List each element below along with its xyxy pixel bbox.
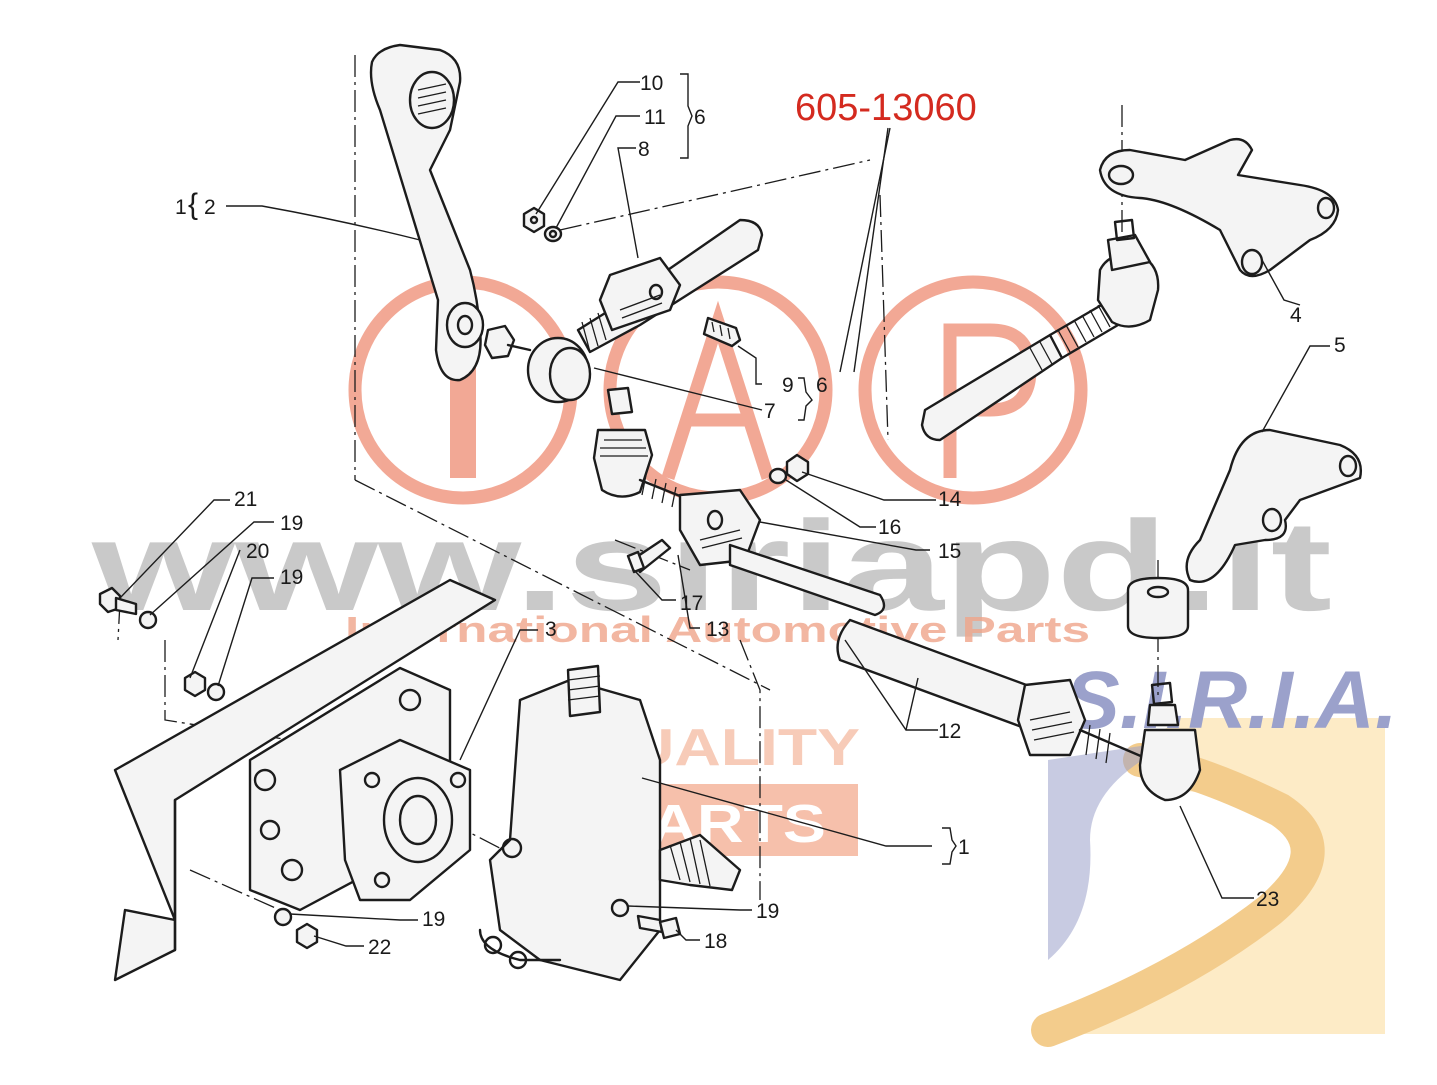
callout-11: 11	[644, 106, 666, 129]
siria-logo: S.I.R.I.A.	[1031, 655, 1398, 1047]
nut-10	[522, 206, 546, 234]
callout-3: 3	[545, 618, 557, 641]
callout-10: 10	[640, 72, 663, 95]
callout-1-bottom: 1	[958, 836, 970, 859]
washer-11	[543, 225, 563, 243]
callout-14: 14	[938, 488, 962, 511]
leader-lines	[119, 73, 1330, 947]
callout-8: 8	[638, 138, 650, 161]
nut-14	[785, 453, 810, 483]
callout-1-top: 1	[175, 196, 187, 219]
brace-1-top: {	[188, 188, 198, 221]
callout-19-a: 19	[280, 512, 303, 535]
callout-12: 12	[938, 720, 961, 743]
part-code: 605-13060	[795, 87, 977, 129]
callout-20: 20	[246, 540, 269, 563]
idler-arm-4	[1098, 137, 1340, 278]
lower-tie-rod	[592, 386, 1202, 802]
callout-15: 15	[938, 540, 961, 563]
callout-6-mid: 6	[816, 374, 828, 397]
bolt-9	[702, 316, 742, 348]
callout-19-b: 19	[280, 566, 303, 589]
callout-19-d: 19	[756, 900, 779, 923]
callout-6-top: 6	[694, 106, 706, 129]
callout-19-c: 19	[422, 908, 445, 931]
line-art: 10 11 6 8 1 { 2 9 6 7 4 5 14 16 15 21 19…	[98, 43, 1362, 982]
callout-21: 21	[234, 488, 257, 511]
hardware-18-22	[98, 586, 682, 950]
washer-16	[768, 467, 788, 485]
watermark: S.I.R.I.A. www.siriapd.it International …	[91, 275, 1398, 1047]
callout-13: 13	[706, 618, 729, 641]
ball-joint-7	[483, 324, 592, 404]
bolt-17	[626, 538, 672, 574]
watermark-brand: S.I.R.I.A.	[1065, 655, 1398, 746]
steering-arm-5	[1126, 428, 1362, 640]
callout-17: 17	[680, 592, 703, 615]
drag-link	[920, 218, 1160, 442]
callout-22: 22	[368, 936, 391, 959]
callout-18: 18	[704, 930, 727, 953]
callout-9: 9	[782, 374, 794, 397]
callout-5: 5	[1334, 334, 1346, 357]
callout-16: 16	[878, 516, 901, 539]
frame-bracket	[113, 578, 497, 982]
upper-tie-rod	[576, 218, 764, 354]
callout-7: 7	[764, 400, 776, 423]
callout-2: 2	[204, 196, 216, 219]
callout-23: 23	[1256, 888, 1279, 911]
pitman-arm	[369, 43, 485, 382]
callout-numbers: 10 11 6 8 1 { 2 9 6 7 4 5 14 16 15 21 19…	[175, 72, 1346, 959]
callout-4: 4	[1290, 304, 1302, 327]
